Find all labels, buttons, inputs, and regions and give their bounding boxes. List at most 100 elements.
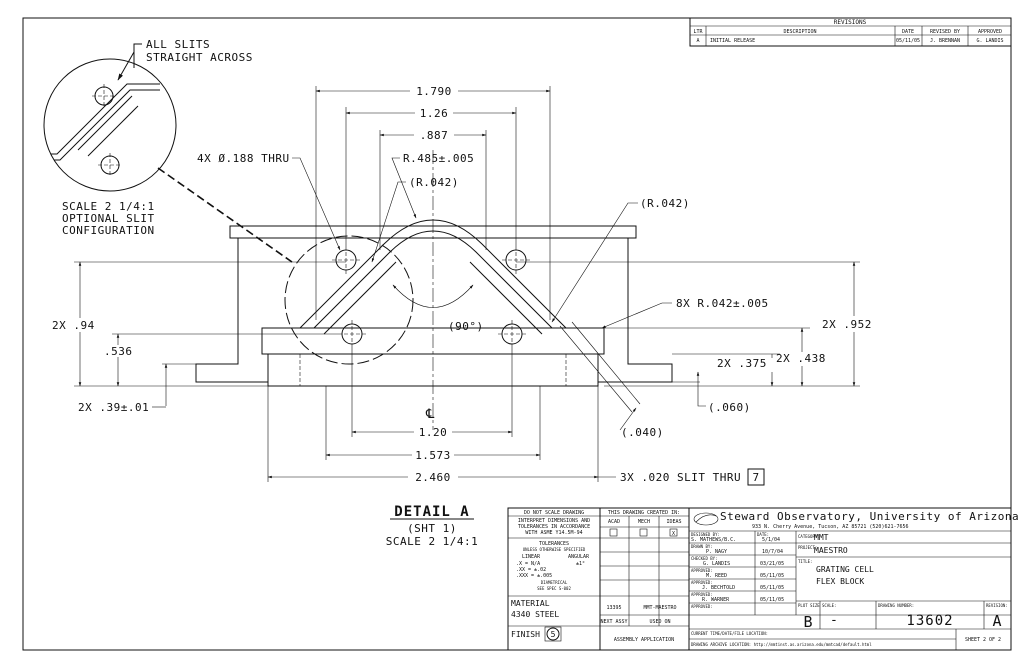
detail-scale: SCALE 2 1/4:1 [386,535,479,548]
tb-approved3-label: APPROVED: [691,592,713,597]
tb-angular: ANGULAR [568,554,590,560]
rev-header-date: DATE [902,29,914,35]
rev-row-revised-by: J. BRENNAN [930,38,960,44]
dim-r-042-right: (R.042) [640,197,690,210]
dimensions: 1.790 1.26 .887 4X Ø.188 THRU R.485±.005… [52,85,872,486]
tb-finish-label: FINISH [511,630,540,639]
tb-used-on: USED ON [649,619,670,625]
dim-0-536: .536 [104,345,133,358]
tb-diametrical: DIAMETRICAL [541,580,568,585]
slit-flag-box [747,468,765,486]
tb-scale-label: SCALE: [822,603,836,608]
dim-2-460: 2.460 [415,471,451,484]
tb-dwg-number: 13602 [906,613,953,629]
rev-header-ltr: LTR [693,29,703,35]
tb-assembly-application: ASSEMBLY APPLICATION [614,637,674,643]
dim-r-485: R.485±.005 [403,152,474,165]
tb-category: MMT [814,533,829,542]
tb-title-label: TITLE: [798,559,812,564]
detail-sheet: (SHT 1) [407,522,457,535]
tb-ideas: IDEAS [666,519,681,525]
tb-title-line2: FLEX BLOCK [816,577,864,586]
detail-label: DETAIL A (SHT 1) SCALE 2 1/4:1 [386,504,479,548]
tb-linear: LINEAR [522,554,541,560]
rev-header-revised-by: REVISED BY [930,29,960,35]
tb-approved2-date: 05/11/05 [760,585,784,591]
tb-approved3-date: 05/11/05 [760,597,784,603]
tb-scale: - [830,613,838,628]
dim-2x-0-952: 2X .952 [822,318,872,331]
tb-category-label: CATEGORY: [798,534,820,539]
steward-logo-icon [693,512,719,526]
note-slit-thru: 3X .020 SLIT THRU [620,471,741,484]
tb-drawn: P. NAGY [706,549,727,555]
tb-address: 933 N. Cherry Avenue, Tucson, AZ 85721 (… [752,524,909,530]
tb-designed-date-label: DATE: [757,532,769,537]
note-optional-scale: SCALE 2 1/4:1 [62,200,155,213]
tb-approved1-date: 05/11/05 [760,573,784,579]
note-optional-slit: OPTIONAL SLIT [62,212,155,225]
tb-next-assy: NEXT ASSY [600,619,627,625]
tb-project: MAESTRO [814,546,848,555]
note-optional-config: CONFIGURATION [62,224,155,237]
rev-row-description: INITIAL RELEASE [710,38,755,44]
dim-2x-0-375: 2X .375 [717,357,767,370]
tb-sheet: SHEET 2 OF 2 [965,637,1001,643]
dim-0-887: .887 [420,129,449,142]
tb-rev-label: REVISION: [986,603,1008,608]
note-holes: 4X Ø.188 THRU [197,152,290,165]
tb-approved4-label: APPROVED: [691,604,713,609]
tb-approved3: R. WARNER [702,597,730,603]
tb-location-label: CURRENT TIME/DATE/FILE LOCATION: [691,631,768,636]
tb-project-label: PROJECT: [798,545,817,550]
detail-title: DETAIL A [394,504,469,520]
tb-checked: G. LANDIS [703,561,730,567]
tb-finish: 5 [551,630,556,639]
rev-header-approved: APPROVED [978,29,1002,35]
tb-size: B [803,613,812,631]
tb-org: Steward Observatory, University of Arizo… [720,510,1019,523]
tb-ideas-mark: X [672,531,675,537]
tb-next-assy-num: 13395 [606,605,621,611]
tb-used-on-val: MMT-MAESTRO [643,605,676,611]
dim-8x-r-042: 8X R.042±.005 [676,297,769,310]
tb-created-in: THIS DRAWING CREATED IN: [608,510,680,516]
note-all-slits-line2: STRAIGHT ACROSS [146,51,253,64]
tb-designed-label: DESIGNED BY: [691,532,720,537]
revisions-table: REVISIONS LTR DESCRIPTION DATE REVISED B… [689,17,1012,47]
tb-tol-ang: ±1° [576,561,585,567]
tb-drawn-date: 10/7/04 [762,549,783,555]
tb-tol-x: .X = N/A [516,561,540,567]
tb-mech-checkbox [639,528,648,537]
tb-unless: UNLESS OTHERWISE SPECIFIED [523,547,586,552]
rev-row-date: 05/11/05 [896,38,920,44]
detail-circle-view: ALL SLITS STRAIGHT ACROSS SCALE 2 1/4:1 … [43,38,293,263]
dim-2x-0-438: 2X .438 [776,352,826,365]
title-block: DO NOT SCALE DRAWING INTERPRET DIMENSION… [507,507,1019,651]
note-all-slits-line1: ALL SLITS [146,38,210,51]
dim-1-790: 1.790 [416,85,452,98]
slit-flag-number: 7 [752,471,759,484]
tb-rev: A [992,612,1001,630]
dim-1-26: 1.26 [420,107,449,120]
tb-approved1-label: APPROVED: [691,568,713,573]
rev-header-description: DESCRIPTION [783,29,816,35]
tb-acad-checkbox [609,528,618,537]
tb-acad: ACAD [608,519,620,525]
tb-checked-label: CHECKED BY: [691,556,718,561]
tb-finish-symbol [546,627,560,641]
tb-title-line1: GRATING CELL [816,565,874,574]
tb-see-spec: SEE SPEC S-002 [537,586,571,591]
tb-interpret-3: WITH ASME Y14.5M-94 [525,530,582,536]
dim-0-040: (.040) [621,426,664,439]
tb-approved2-label: APPROVED: [691,580,713,585]
tb-approved1: M. REED [706,573,727,579]
tb-checked-date: 03/21/05 [760,561,784,567]
dim-r-042-left: (R.042) [409,176,459,189]
tb-tol-xxx: .XXX = ±.005 [516,573,552,579]
tb-designed-date: 5/1/04 [762,537,780,543]
tb-interpret-1: INTERPRET DIMENSIONS AND [518,518,590,524]
dim-1-573: 1.573 [415,449,451,462]
tb-material: 4340 STEEL [511,610,559,619]
tb-do-not-scale: DO NOT SCALE DRAWING [524,510,584,516]
